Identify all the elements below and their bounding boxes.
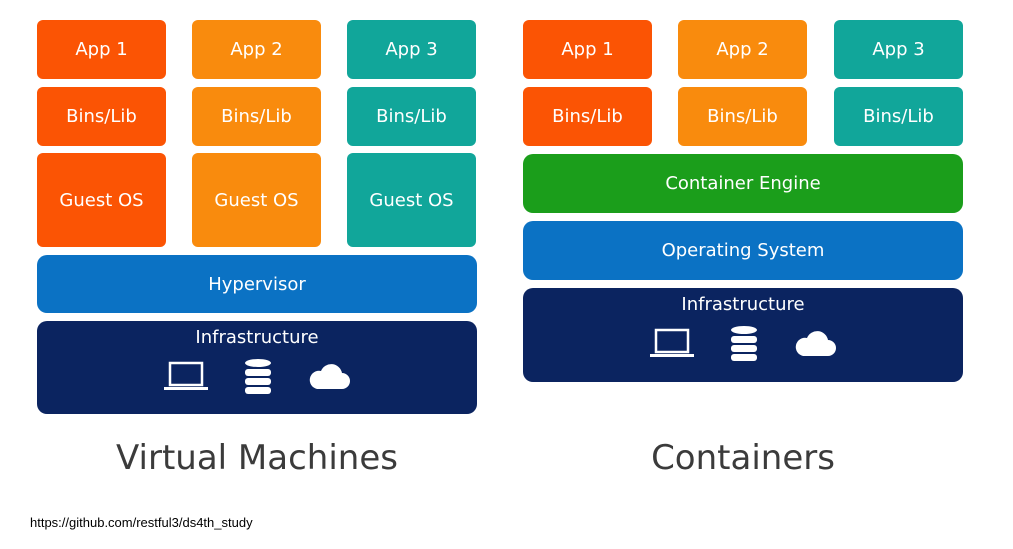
vm-guest-os-3: Guest OS xyxy=(347,153,476,247)
container-operating-system: Operating System xyxy=(523,221,963,280)
container-app-3: App 3 xyxy=(834,20,963,79)
vm-bins-2: Bins/Lib xyxy=(192,87,321,146)
cloud-icon xyxy=(793,330,837,358)
container-engine: Container Engine xyxy=(523,154,963,213)
source-url[interactable]: https://github.com/restful3/ds4th_study xyxy=(30,515,253,530)
vm-guest-os-1: Guest OS xyxy=(37,153,166,247)
container-infrastructure-label: Infrastructure xyxy=(681,294,805,315)
container-bins-2: Bins/Lib xyxy=(678,87,807,146)
vm-hypervisor: Hypervisor xyxy=(37,255,477,313)
database-icon xyxy=(729,325,759,363)
vm-app-2: App 2 xyxy=(192,20,321,79)
vm-app-3: App 3 xyxy=(347,20,476,79)
containers-caption: Containers xyxy=(651,438,835,478)
container-app-1: App 1 xyxy=(523,20,652,79)
vm-guest-os-2: Guest OS xyxy=(192,153,321,247)
vm-caption: Virtual Machines xyxy=(116,438,398,478)
vm-infrastructure-label: Infrastructure xyxy=(195,327,319,348)
container-bins-3: Bins/Lib xyxy=(834,87,963,146)
container-app-2: App 2 xyxy=(678,20,807,79)
laptop-icon xyxy=(649,328,695,360)
laptop-icon xyxy=(163,361,209,393)
database-icon xyxy=(243,358,273,396)
vm-bins-3: Bins/Lib xyxy=(347,87,476,146)
vm-infrastructure: Infrastructure xyxy=(37,321,477,414)
cloud-icon xyxy=(307,363,351,391)
container-bins-1: Bins/Lib xyxy=(523,87,652,146)
container-infrastructure: Infrastructure xyxy=(523,288,963,382)
vm-bins-1: Bins/Lib xyxy=(37,87,166,146)
vm-app-1: App 1 xyxy=(37,20,166,79)
